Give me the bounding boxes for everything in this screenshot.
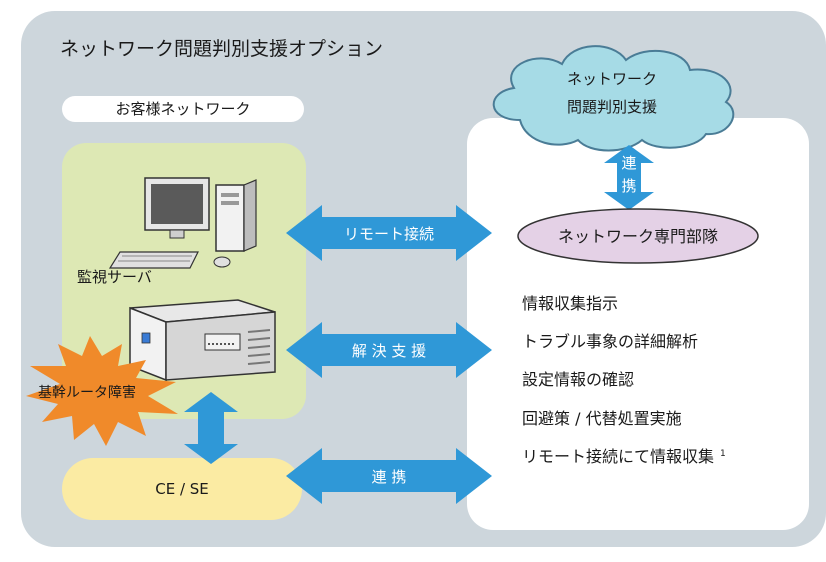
server-box-icon <box>129 299 276 382</box>
cooperation-label: 連 携 <box>372 468 407 486</box>
monitor-server-label: 監視サーバ <box>77 268 152 286</box>
remote-connection-label: リモート接続 <box>344 225 434 243</box>
server-cese-arrow <box>184 392 238 464</box>
cloud-shape <box>492 45 735 152</box>
task-item-text: リモート接続にて情報収集 <box>522 447 715 466</box>
resolution-support-arrow <box>286 322 492 378</box>
network-team-ellipse <box>517 208 759 264</box>
task-item-last: リモート接続にて情報収集 1 <box>522 443 726 467</box>
vertical-link-char1: 連 <box>621 154 636 172</box>
customer-network-label: お客様ネットワーク <box>62 96 304 122</box>
cooperation-arrow <box>286 448 492 504</box>
vertical-link-char2: 携 <box>621 177 636 195</box>
fault-label: 基幹ルータ障害 <box>38 385 136 401</box>
task-item: 回避策 / 代替処置実施 <box>522 409 682 428</box>
remote-connection-arrow <box>286 205 492 261</box>
task-item: トラブル事象の詳細解析 <box>522 332 699 351</box>
ce-se-box: CE / SE <box>62 458 302 520</box>
cloud-line2: 問題判別支援 <box>567 98 657 116</box>
vertical-link-arrow <box>604 145 654 210</box>
cloud-line1: ネットワーク <box>567 70 657 88</box>
resolution-support-label: 解 決 支 援 <box>352 342 426 360</box>
fault-burst-icon <box>26 336 178 446</box>
monitor-server-pc-icon <box>108 177 257 269</box>
page-title: ネットワーク問題判別支援オプション <box>60 38 384 60</box>
task-footnote-mark: 1 <box>720 448 726 459</box>
task-item: 設定情報の確認 <box>522 370 635 389</box>
task-item: 情報収集指示 <box>522 294 619 313</box>
network-team-label: ネットワーク専門部隊 <box>558 227 718 246</box>
